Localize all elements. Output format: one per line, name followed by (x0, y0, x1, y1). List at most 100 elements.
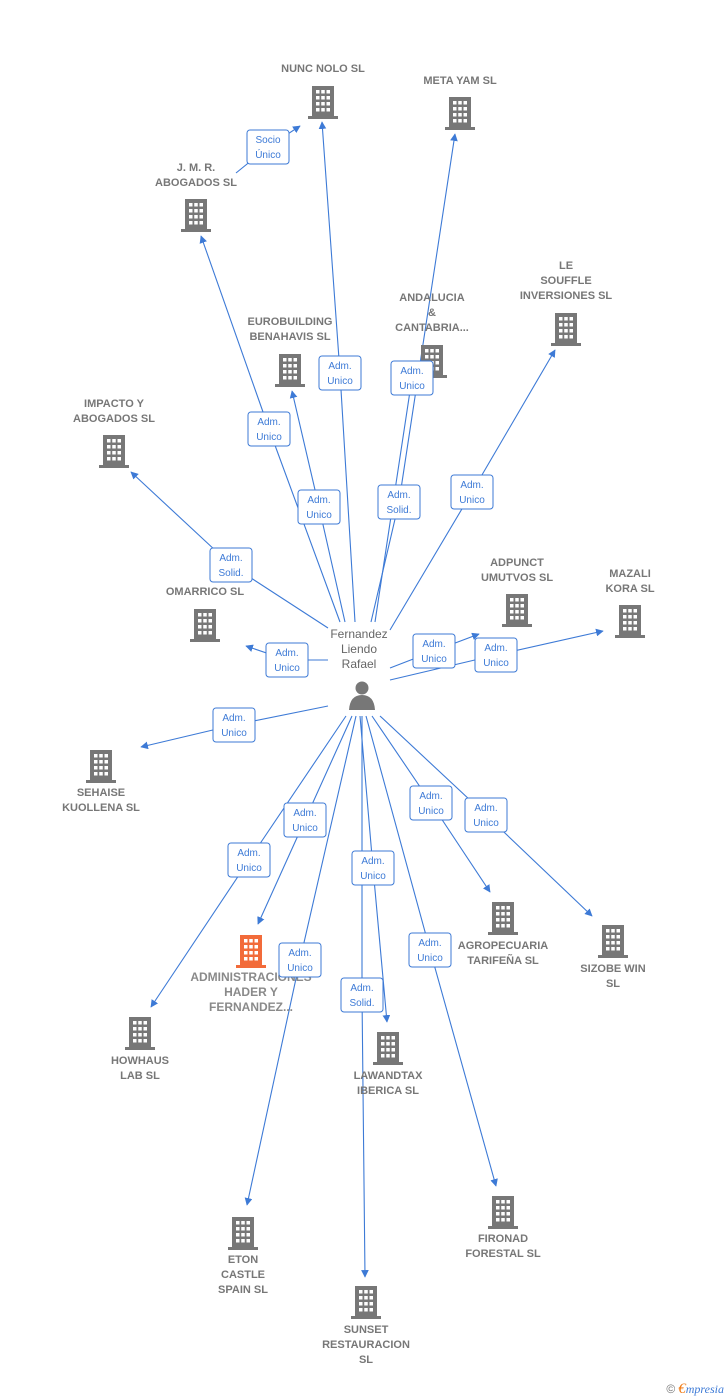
building-icon (236, 935, 266, 968)
brand-logo-letter: € (678, 1381, 686, 1397)
role-text-line: Adm. (400, 366, 423, 377)
relation-role-badge[interactable]: Adm.Unico (297, 489, 341, 525)
company-label-line: CASTLE (221, 1269, 265, 1281)
role-text-line: Unico (256, 432, 282, 443)
role-text-line: Adm. (237, 848, 260, 859)
relation-role-badge[interactable]: Adm.Unico (412, 633, 456, 669)
role-text-line: Unico (287, 963, 313, 974)
role-text-line: Adm. (484, 643, 507, 654)
company-node-omarrico[interactable]: OMARRICO SL (166, 586, 245, 642)
role-text-line: Unico (236, 863, 262, 874)
relation-role-badge[interactable]: Adm.Unico (265, 642, 309, 678)
building-icon (351, 1286, 381, 1319)
role-badge-frame (377, 484, 421, 520)
company-label-line: TARIFEÑA SL (467, 954, 539, 967)
role-text-line: Solid. (386, 505, 411, 516)
role-text-line: Solid. (349, 998, 374, 1009)
role-text-line: Adm. (222, 713, 245, 724)
building-icon (86, 750, 116, 783)
company-label-line: J. M. R. (177, 162, 216, 174)
role-badge-frame (474, 637, 518, 673)
company-label-line: SIZOBE WIN (580, 963, 645, 975)
role-text-line: Unico (360, 871, 386, 882)
role-badge-frame (247, 411, 291, 447)
company-label-line: FERNANDEZ... (209, 1000, 293, 1014)
role-text-line: Adm. (293, 808, 316, 819)
building-icon (99, 435, 129, 468)
role-badge-frame (412, 633, 456, 669)
company-label-line: LE (559, 260, 573, 272)
role-badge-frame (351, 850, 395, 886)
relation-role-badge[interactable]: Adm.Unico (278, 942, 322, 978)
role-badge-frame (265, 642, 309, 678)
role-badge-frame (209, 547, 253, 583)
role-badge-frame (212, 707, 256, 743)
role-text-line: Adm. (328, 361, 351, 372)
relation-role-badge[interactable]: Adm.Solid. (377, 484, 421, 520)
company-node-nunc[interactable]: NUNC NOLO SL (281, 63, 365, 119)
relation-role-badge[interactable]: Adm.Unico (283, 802, 327, 838)
relation-role-badge[interactable]: Adm. Unico (450, 474, 494, 510)
role-text-line: Adm. (460, 480, 483, 491)
company-label-line: EUROBUILDING (248, 316, 333, 328)
building-icon (488, 1196, 518, 1229)
role-badge-frame (246, 129, 290, 165)
relation-role-badge[interactable]: Adm. Unico (227, 842, 271, 878)
company-label-line: FORESTAL SL (465, 1248, 541, 1260)
building-icon (502, 594, 532, 627)
role-text-line: Adm. (350, 983, 373, 994)
company-label-line: OMARRICO SL (166, 586, 245, 598)
relation-role-badge[interactable]: Adm.Unico (390, 360, 434, 396)
person-icon (349, 681, 375, 710)
relation-role-badge[interactable]: Adm.Unico (464, 797, 508, 833)
company-label-line: ADPUNCT (490, 557, 544, 569)
relation-role-badge[interactable]: Adm.Unico (408, 932, 452, 968)
brand-logo-text: mpresia (685, 1382, 724, 1396)
building-icon (308, 86, 338, 119)
role-text-line: Adm. (275, 648, 298, 659)
relation-role-badge[interactable]: Adm. Unico (318, 355, 362, 391)
role-text-line: Unico (459, 495, 485, 506)
person-name-line: Liendo (341, 642, 377, 656)
relation-role-badge[interactable]: Adm.Solid. (209, 547, 253, 583)
company-label-line: LAB SL (120, 1070, 160, 1082)
relation-role-badge[interactable]: Adm. Solid. (340, 977, 384, 1013)
role-text-line: Adm. (422, 639, 445, 650)
role-badge-frame (464, 797, 508, 833)
company-node-sizobe[interactable]: SIZOBE WIN SL (580, 925, 646, 990)
relation-role-badge[interactable]: Adm.Unico (212, 707, 256, 743)
company-label-line: SL (606, 978, 620, 990)
company-node-jmr[interactable]: J. M. R.ABOGADOS SL (155, 162, 237, 232)
company-node-andalucia[interactable]: ANDALUCIA&CANTABRIA... (395, 292, 469, 378)
building-icon (488, 902, 518, 935)
company-label-line: CANTABRIA... (395, 322, 469, 334)
relation-role-badge[interactable]: Adm.Unico (247, 411, 291, 447)
relation-role-badge[interactable]: Adm.Unico (351, 850, 395, 886)
role-badge-frame (283, 802, 327, 838)
company-label-line: META YAM SL (423, 75, 497, 87)
building-icon (275, 354, 305, 387)
relation-role-badge[interactable]: Adm.Unico (474, 637, 518, 673)
role-text-line: Adm. (419, 791, 442, 802)
role-text-line: Unico (327, 376, 353, 387)
company-label-line: SOUFFLE (540, 275, 591, 287)
relation-role-badge[interactable]: Adm.Unico (409, 785, 453, 821)
company-node-metayam[interactable]: META YAM SL (423, 75, 497, 130)
role-badge-frame (318, 355, 362, 391)
